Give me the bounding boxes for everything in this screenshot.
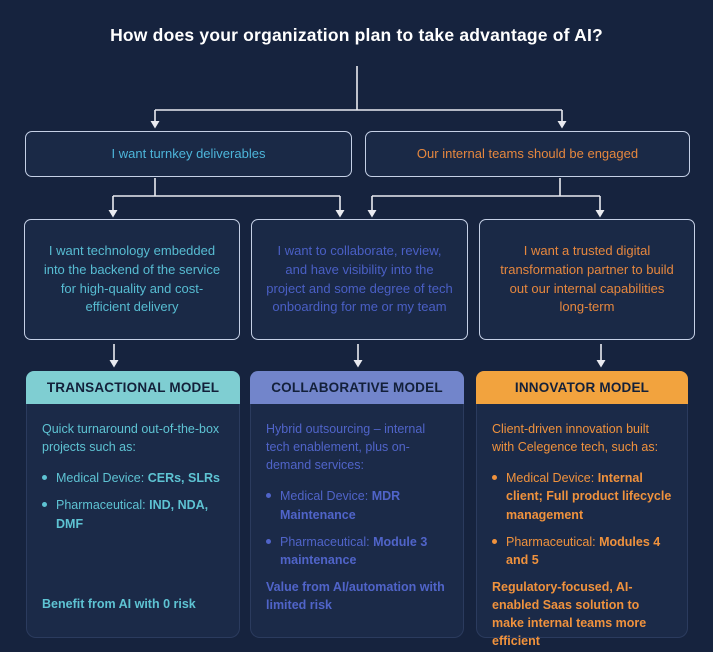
choice-internal-teams: Our internal teams should be engaged	[365, 131, 690, 177]
bullet-dot-icon	[492, 475, 497, 481]
bullet-dot-icon	[266, 493, 271, 499]
bullet-item: Medical Device: CERs, SLRs	[42, 469, 224, 487]
connector-turnkey-split	[112, 178, 341, 210]
bullet-dot-icon	[42, 502, 47, 508]
bullet-plain: Medical Device:	[280, 489, 372, 504]
bullet-dot-icon	[492, 538, 497, 544]
bullet-text: Medical Device: CERs, SLRs	[56, 469, 220, 487]
bullet-text: Pharmaceutical: Module 3 maintenance	[280, 533, 448, 569]
choice-label: I want technology embedded into the back…	[43, 242, 221, 315]
model-card-transactional: TRANSACTIONAL MODEL Quick turnaround out…	[26, 371, 240, 638]
bullet-text: Medical Device: MDR Maintenance	[280, 487, 448, 523]
model-card-body: Hybrid outsourcing – internal tech enabl…	[250, 404, 464, 638]
arrowhead-icon	[596, 360, 606, 368]
card-footer: Value from AI/automation with limited ri…	[266, 579, 445, 612]
card-intro: Client-driven innovation built with Cele…	[492, 422, 659, 455]
choice-label: I want a trusted digital transformation …	[500, 242, 674, 315]
model-card-body: Client-driven innovation built with Cele…	[476, 404, 688, 648]
arrowhead-icon	[108, 210, 118, 218]
arrowhead-icon	[150, 121, 160, 129]
bullet-dot-icon	[266, 538, 271, 544]
bullet-bold: CERs, SLRs	[147, 471, 220, 486]
bullet-item: Medical Device: MDR Maintenance	[266, 487, 448, 523]
card-footer: Benefit from AI with 0 risk	[42, 596, 196, 611]
model-card-header: INNOVATOR MODEL	[476, 371, 688, 404]
bullet-text: Pharmaceutical: Modules 4 and 5	[506, 533, 672, 569]
model-card-innovator: INNOVATOR MODEL Client-driven innovation…	[476, 371, 688, 648]
choice-collaborate-visibility: I want to collaborate, review, and have …	[251, 219, 468, 340]
choice-embedded-technology: I want technology embedded into the back…	[24, 219, 240, 340]
arrowhead-icon	[367, 210, 377, 218]
bullet-bold: Modules 4 and 5	[506, 534, 661, 567]
model-card-title: TRANSACTIONAL MODEL	[46, 380, 220, 395]
model-card-header: COLLABORATIVE MODEL	[250, 371, 464, 404]
model-card-title: COLLABORATIVE MODEL	[271, 380, 443, 395]
card-footer: Regulatory-focused, AI-enabled Saas solu…	[492, 579, 647, 649]
bullet-item: Pharmaceutical: Modules 4 and 5	[492, 533, 672, 569]
bullet-plain: Medical Device:	[506, 471, 598, 486]
arrowhead-icon	[335, 210, 345, 218]
choice-label: Our internal teams should be engaged	[416, 145, 639, 161]
bullet-text: Pharmaceutical: IND, NDA, DMF	[56, 496, 224, 532]
bullet-item: Pharmaceutical: Module 3 maintenance	[266, 533, 448, 569]
bullet-bold: Module 3 maintenance	[280, 534, 428, 567]
bullet-dot-icon	[42, 475, 47, 481]
choice-turnkey-deliverables: I want turnkey deliverables	[25, 131, 352, 177]
choice-transformation-partner: I want a trusted digital transformation …	[479, 219, 695, 340]
model-card-body: Quick turnaround out-of-the-box projects…	[26, 404, 240, 638]
bullet-bold: MDR Maintenance	[280, 489, 401, 522]
bullet-plain: Pharmaceutical:	[56, 498, 150, 513]
connector-internal-split	[371, 178, 601, 210]
arrowhead-icon	[557, 121, 567, 129]
card-intro: Quick turnaround out-of-the-box projects…	[42, 422, 220, 455]
bullet-plain: Medical Device:	[56, 471, 148, 486]
choice-label: I want turnkey deliverables	[111, 145, 266, 161]
arrowhead-icon	[109, 360, 119, 368]
bullet-item: Pharmaceutical: IND, NDA, DMF	[42, 496, 224, 532]
bullet-bold: Internal client; Full product lifecycle …	[506, 471, 672, 522]
choice-label: I want to collaborate, review, and have …	[266, 242, 453, 315]
card-intro: Hybrid outsourcing – internal tech enabl…	[266, 422, 426, 473]
model-card-header: TRANSACTIONAL MODEL	[26, 371, 240, 404]
model-card-title: INNOVATOR MODEL	[514, 380, 650, 395]
bullet-item: Medical Device: Internal client; Full pr…	[492, 469, 672, 523]
bullet-bold: IND, NDA, DMF	[56, 498, 209, 531]
bullet-text: Medical Device: Internal client; Full pr…	[506, 469, 672, 523]
connector-title-split	[154, 66, 563, 121]
page-title: How does your organization plan to take …	[110, 25, 603, 45]
arrowhead-icon	[353, 360, 363, 368]
arrowhead-icon	[595, 210, 605, 218]
bullet-plain: Pharmaceutical:	[280, 534, 374, 549]
model-card-collaborative: COLLABORATIVE MODEL Hybrid outsourcing –…	[250, 371, 464, 638]
bullet-plain: Pharmaceutical:	[506, 534, 600, 549]
